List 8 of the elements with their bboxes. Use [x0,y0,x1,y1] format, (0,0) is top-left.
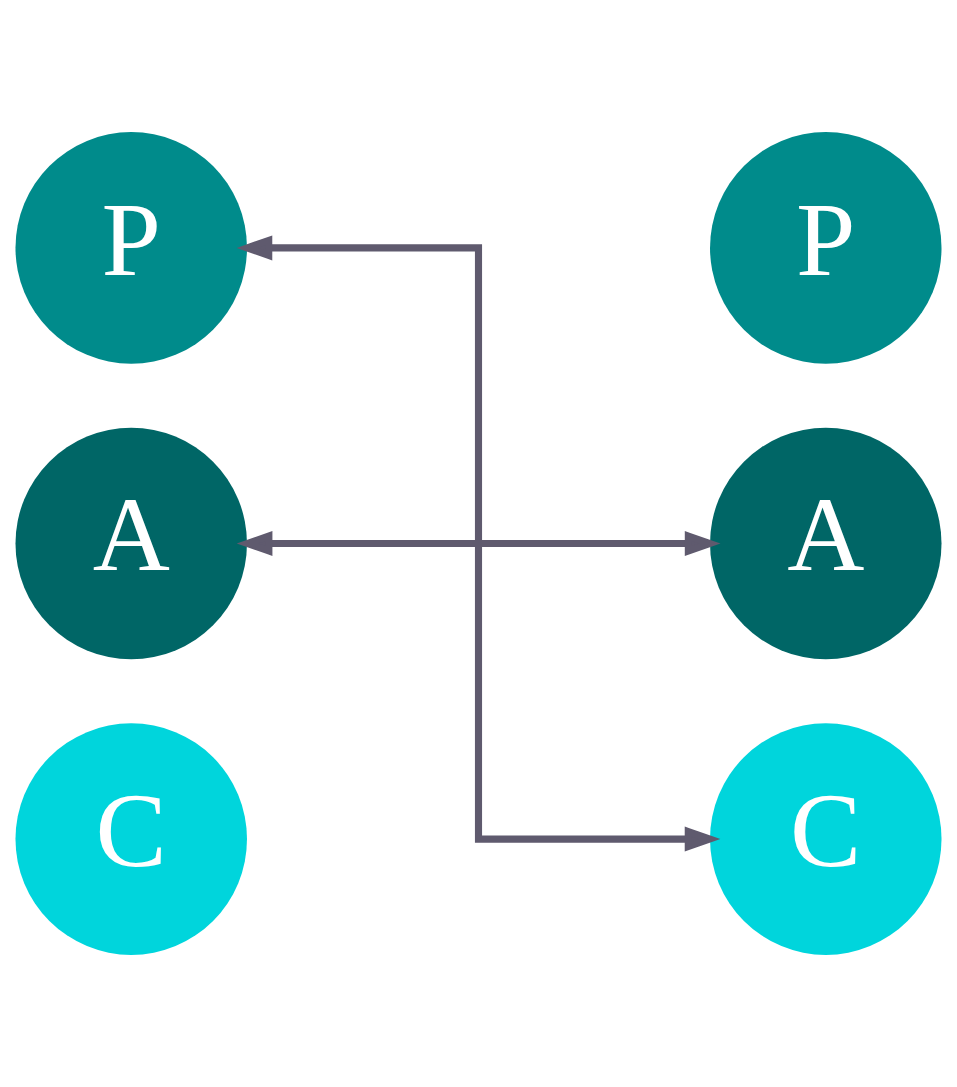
node-circle: C [710,723,942,955]
node-circle: P [15,132,247,364]
node-circle: A [710,427,942,660]
arrow [236,235,721,852]
node-circle: P [710,132,942,364]
node-circle: C [15,723,247,955]
arrow [236,531,721,556]
node-circle: A [15,427,247,660]
